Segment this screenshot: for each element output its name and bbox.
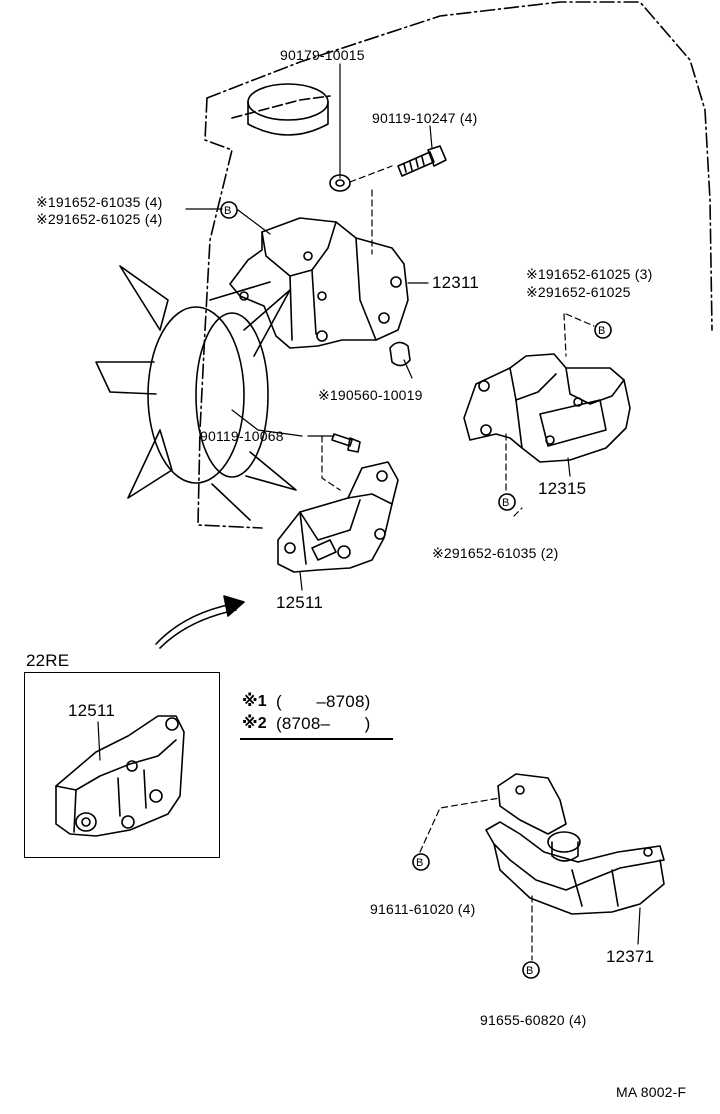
bracket-12311 (229, 217, 409, 349)
callout-circles (220, 201, 612, 979)
spacer-90560 (389, 341, 411, 367)
note-range-1: ( –8708) (276, 692, 371, 711)
label-bolt-a-s1: ※191652-61035 (4) (36, 194, 163, 210)
diagram-code: MA 8002-F (616, 1084, 687, 1100)
label-12511: 12511 (276, 593, 324, 612)
inset-frame (24, 672, 220, 858)
note-mark-1: ※1 (242, 693, 267, 710)
callout-b-2: B (598, 325, 606, 337)
engine-outline (206, 1, 713, 331)
insulator-12315 (463, 353, 631, 463)
label-12371: 12371 (606, 947, 655, 966)
label-bolt-b-s1: ※191652-61025 (3) (526, 266, 653, 282)
label-bolt-b-s2: ※291652-61025 (526, 284, 631, 300)
engine-outline-side (197, 97, 263, 529)
label-bolt-c: ※291652-61035 (2) (432, 545, 559, 561)
bolt-90119-10068 (331, 433, 361, 453)
inset-label-12511: 12511 (68, 701, 116, 720)
inset-bracket-12511 (55, 715, 185, 837)
note-range-2: (8708– ) (276, 714, 371, 733)
label-90119-10068: 90119-10068 (200, 428, 284, 444)
bracket-12511 (277, 461, 399, 573)
label-bolt-a-s2: ※291652-61025 (4) (36, 211, 163, 227)
callout-b-4: B (416, 857, 424, 869)
inset-title: 22RE (26, 651, 70, 670)
notes-underline (240, 738, 393, 740)
label-90119-10247: 90119-10247 (4) (372, 110, 478, 126)
cooling-fan (95, 265, 297, 521)
label-90560-10019: ※190560-10019 (318, 387, 423, 403)
callout-b-3: B (502, 497, 510, 509)
label-90179-10015: 90179-10015 (280, 47, 365, 63)
label-91611-61020: 91611-61020 (4) (370, 901, 476, 917)
label-12315: 12315 (538, 479, 587, 498)
rear-mount-12371 (485, 773, 665, 915)
dashed-lines (321, 165, 595, 961)
callout-b-5: B (526, 965, 534, 977)
label-91655-60820: 91655-60820 (4) (480, 1012, 587, 1028)
leader-lines (97, 63, 641, 945)
note-mark-2: ※2 (242, 715, 267, 732)
callout-b-1: B (224, 205, 232, 217)
bolt-90119-10247 (397, 145, 447, 177)
label-12311: 12311 (432, 273, 480, 292)
direction-arrow (155, 595, 245, 649)
oil-cap (247, 83, 329, 136)
